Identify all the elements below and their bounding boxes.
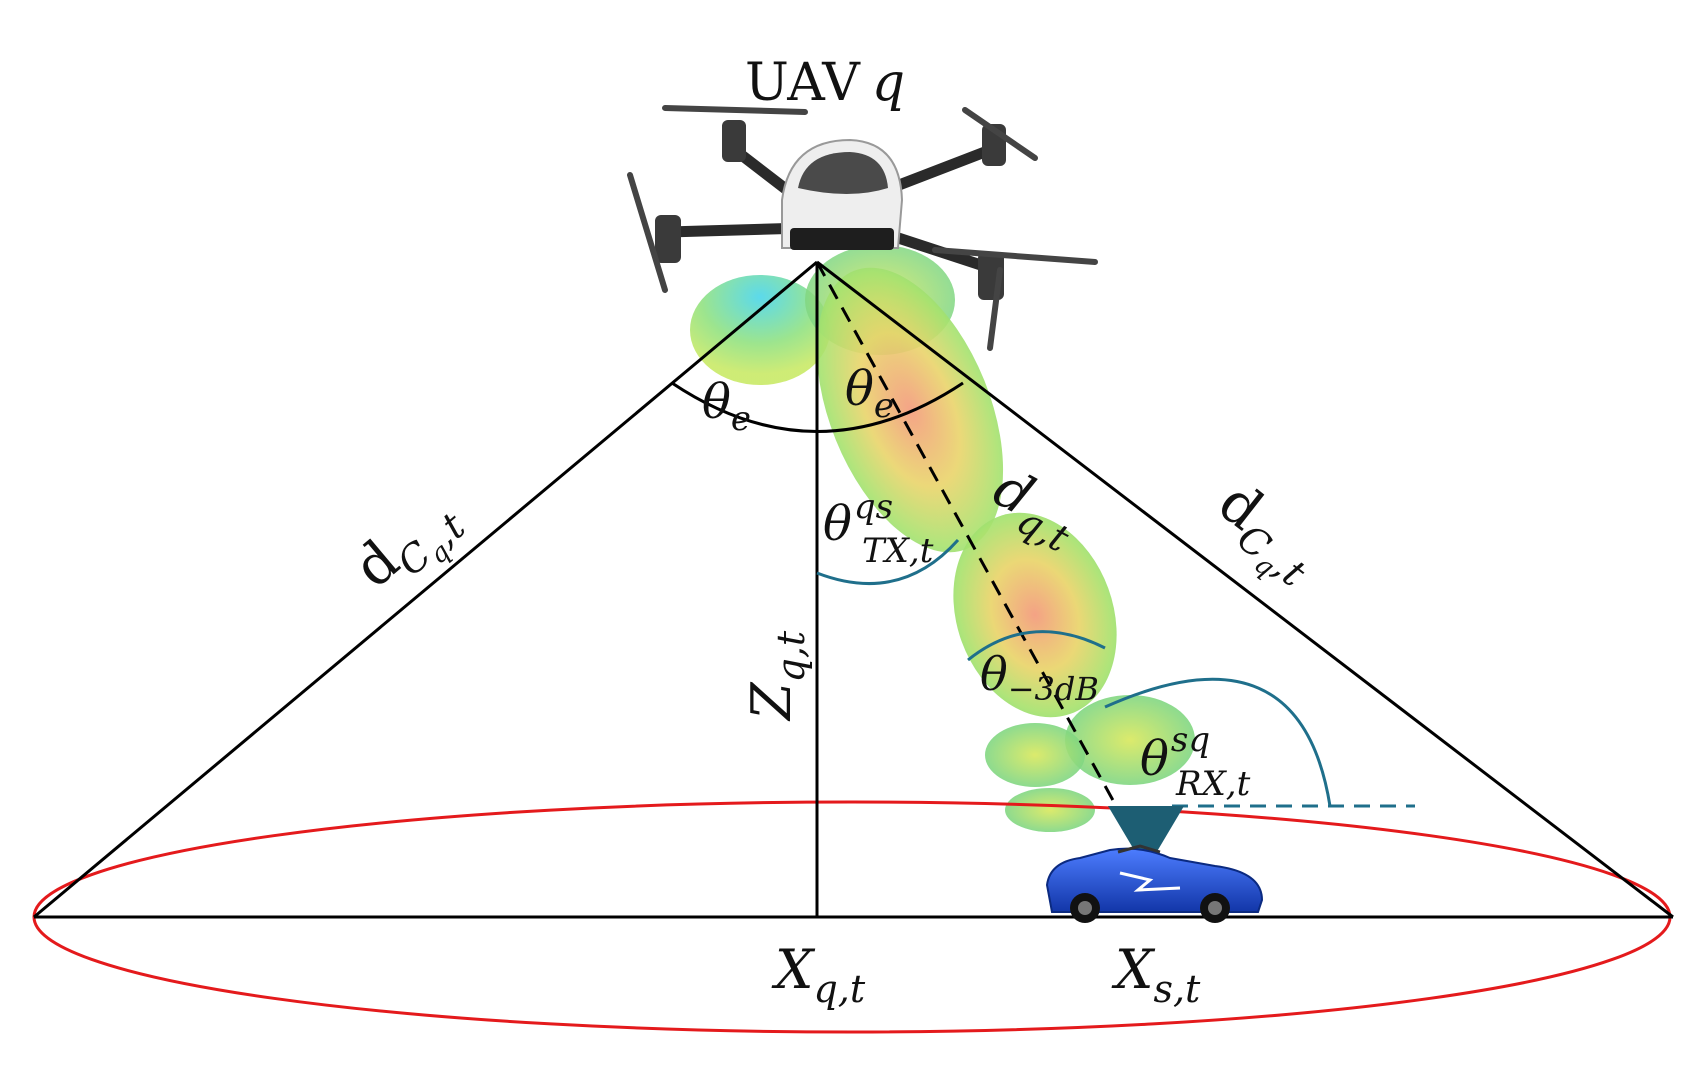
drone-lobe-left bbox=[690, 275, 830, 385]
main-lobe-upper bbox=[816, 267, 1004, 553]
x-qt-label: Xq,t bbox=[771, 938, 866, 1011]
rx-angle-arc bbox=[1104, 677, 1332, 807]
quadcopter-drone-icon bbox=[627, 105, 1098, 351]
radiation-pattern bbox=[690, 245, 1195, 832]
blue-sports-car-icon bbox=[1045, 844, 1264, 923]
d-cq-left-label: dCq,t bbox=[342, 480, 477, 612]
beam-direction-line bbox=[815, 261, 1150, 865]
cone-edge-right bbox=[816, 260, 1674, 919]
x-st-label: Xs,t bbox=[1111, 938, 1201, 1011]
side-lobe-left bbox=[985, 723, 1085, 787]
half-angle-arc bbox=[671, 381, 964, 433]
beamwidth-arc bbox=[967, 630, 1106, 662]
cone-edge-left bbox=[33, 260, 818, 919]
z-qt-label: Zq,t bbox=[740, 630, 813, 722]
side-lobe-bottom bbox=[1005, 788, 1095, 832]
side-lobe-right bbox=[1065, 695, 1195, 785]
theta-3db-label: θ−3dB bbox=[980, 647, 1099, 708]
d-cq-right-label: dCq,t bbox=[1197, 470, 1333, 601]
receiver-antenna-triangle-icon bbox=[1108, 806, 1184, 870]
coverage-cone bbox=[33, 260, 1674, 919]
theta-e-left-label: θe bbox=[702, 374, 751, 439]
theta-e-right-label: θe bbox=[845, 361, 894, 426]
tx-angle-arc bbox=[816, 539, 960, 586]
main-lobe-lower bbox=[953, 512, 1117, 718]
